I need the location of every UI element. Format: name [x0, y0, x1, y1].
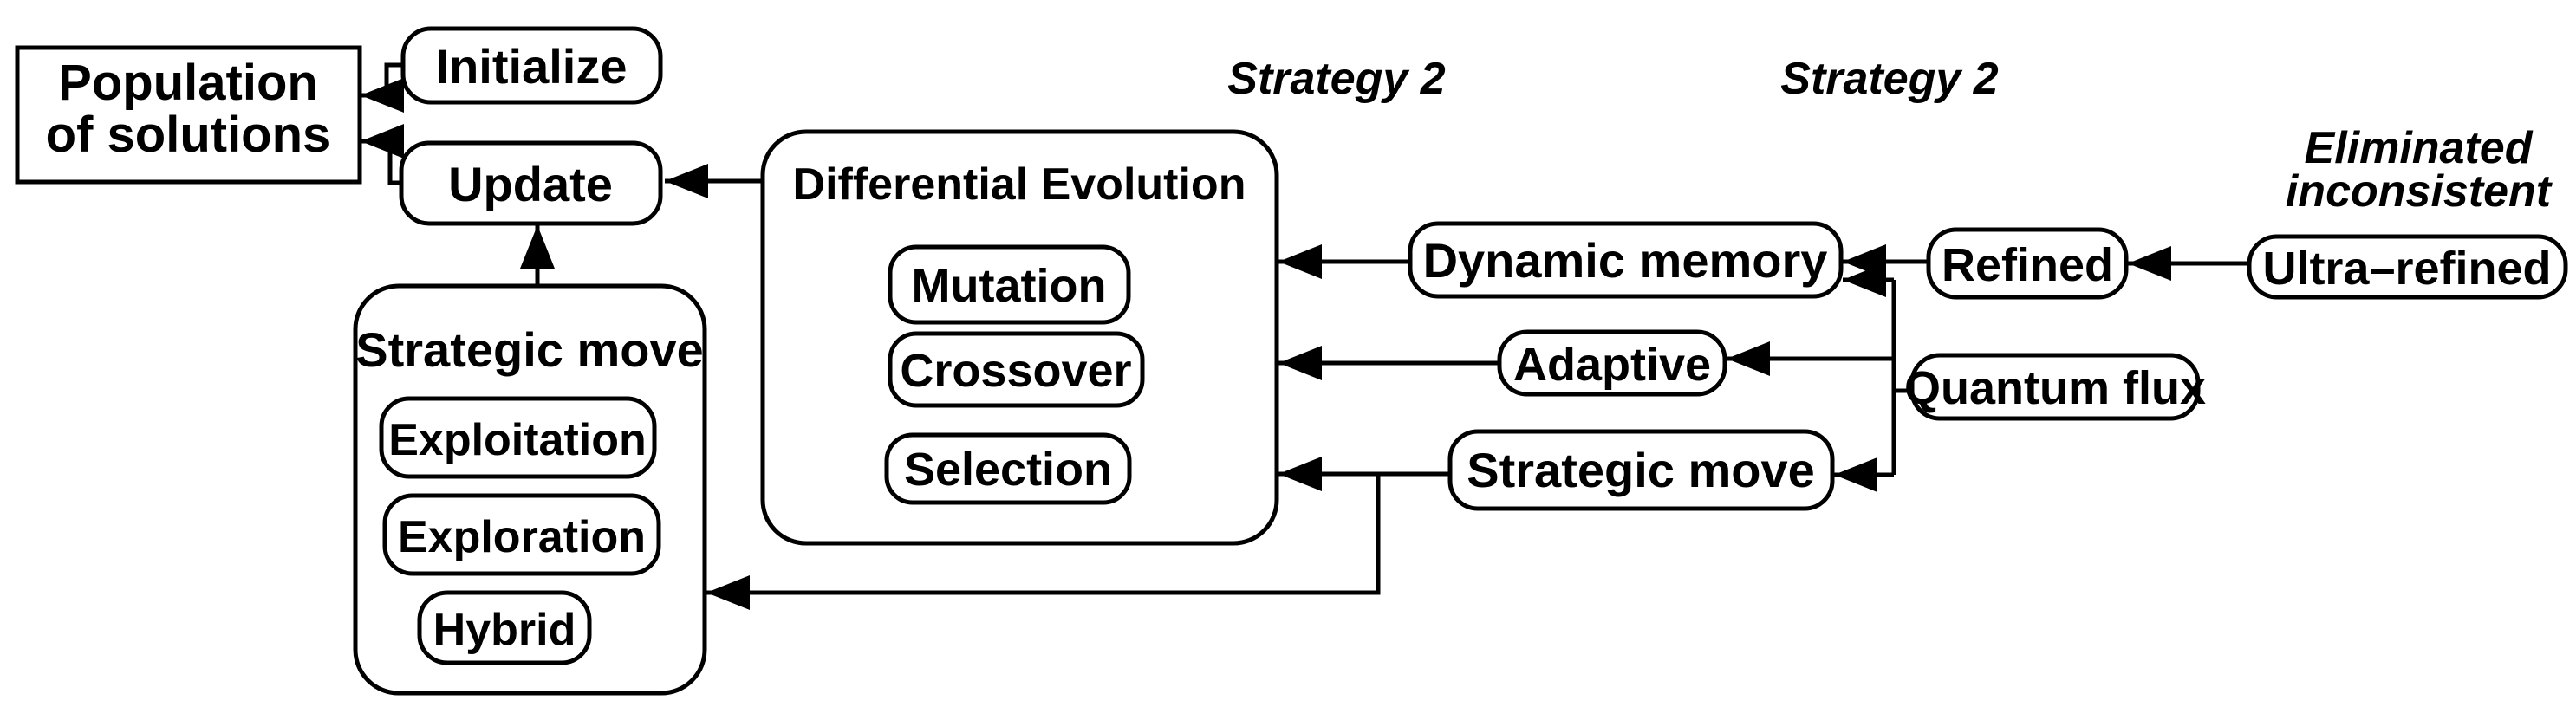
node-adaptive: Adaptive: [1497, 329, 1727, 397]
selection-label: Selection: [904, 444, 1112, 496]
node-dynamic-memory: Dynamic memory: [1408, 221, 1844, 299]
strategy2-left-label: Strategy 2: [1227, 54, 1446, 104]
strategic-move-right-label: Strategic move: [1467, 443, 1815, 497]
crossover-box: [888, 331, 1145, 408]
quantum-flux-box: [1909, 353, 2201, 421]
node-exploration: Exploration: [382, 493, 661, 576]
differential-evolution-label: Differential Evolution: [793, 159, 1246, 210]
strategic-move-left-label: Strategic move: [355, 322, 704, 377]
exploration-box: [382, 493, 661, 576]
arrow-initialize-to-population: [361, 62, 404, 113]
strategy2-right-label: Strategy 2: [1780, 54, 1999, 104]
node-mutation: Mutation: [888, 244, 1131, 325]
dynamic-memory-box: [1408, 221, 1844, 299]
hybrid-label: Hybrid: [433, 605, 576, 655]
edges: [361, 62, 2249, 610]
selection-box: [884, 432, 1132, 505]
update-box: [399, 140, 663, 226]
node-hybrid: Hybrid: [417, 590, 592, 665]
node-strategic-move-right: Strategic move: [1447, 429, 1835, 511]
mutation-box: [888, 244, 1131, 325]
ultra-refined-label: Ultra–refined: [2262, 243, 2551, 295]
ultra-refined-box: [2247, 234, 2568, 300]
refined-box: [1926, 227, 2129, 300]
node-strategic-move-left: Strategic move Exploitation Exploration …: [353, 283, 707, 696]
population-label-line2: of solutions: [46, 107, 331, 163]
exploration-label: Exploration: [398, 512, 646, 562]
mutation-label: Mutation: [912, 260, 1107, 312]
adaptive-label: Adaptive: [1513, 339, 1711, 391]
node-refined: Refined: [1926, 227, 2129, 300]
strategic-move-right-box: [1447, 429, 1835, 511]
hybrid-box: [417, 590, 592, 665]
arrow-update-to-population: [361, 124, 404, 185]
node-exploitation: Exploitation: [379, 396, 657, 479]
eliminated-inconsistent-label-line1: Eliminated: [2305, 123, 2534, 173]
quantum-flux-label: Quantum flux: [1904, 362, 2206, 414]
node-update: Update: [399, 140, 663, 226]
dynamic-memory-label: Dynamic memory: [1423, 233, 1828, 288]
annotations: Strategy 2 Strategy 2 Eliminated inconsi…: [1227, 54, 2553, 217]
initialize-box: [400, 26, 663, 105]
node-selection: Selection: [884, 432, 1132, 505]
exploitation-box: [379, 396, 657, 479]
arrow-feedback-to-strategicmove-left: [706, 474, 1381, 610]
exploitation-label: Exploitation: [388, 415, 647, 465]
node-population: Population of solutions: [15, 45, 362, 185]
adaptive-box: [1497, 329, 1727, 397]
population-box: [15, 45, 362, 185]
population-label-line1: Population: [58, 55, 318, 111]
node-ultra-refined: Ultra–refined: [2247, 234, 2568, 300]
crossover-label: Crossover: [900, 345, 1131, 397]
node-crossover: Crossover: [888, 331, 1145, 408]
refined-label: Refined: [1942, 239, 2113, 291]
eliminated-inconsistent-label-line2: inconsistent: [2286, 166, 2553, 217]
initialize-label: Initialize: [436, 39, 628, 94]
update-label: Update: [448, 157, 613, 211]
node-initialize: Initialize: [400, 26, 663, 105]
node-differential-evolution: Differential Evolution Mutation Crossove…: [760, 129, 1279, 546]
node-quantum-flux: Quantum flux: [1904, 353, 2206, 421]
